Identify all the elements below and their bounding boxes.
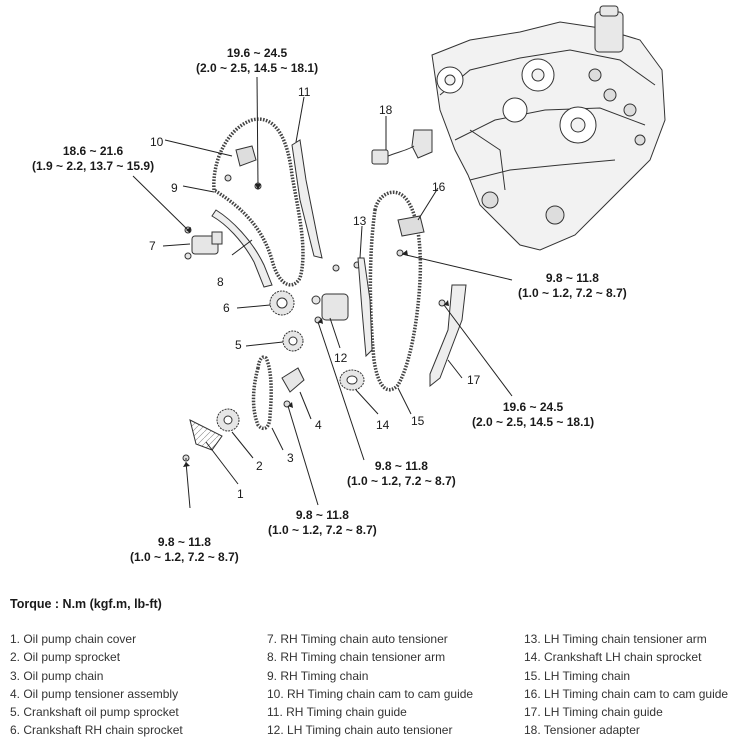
legend-item: 5. Crankshaft oil pump sprocket <box>10 705 179 720</box>
torque-conversion: (2.0 ~ 2.5, 14.5 ~ 18.1) <box>472 415 595 429</box>
torque-spec-rh-tensioner-bolt: 18.6 ~ 21.6 (1.9 ~ 2.2, 13.7 ~ 15.9) <box>32 144 154 174</box>
oil-pump-sprocket <box>216 408 240 432</box>
legend-column-3: 13. LH Timing chain tensioner arm 14. Cr… <box>524 630 728 740</box>
torque-value: 9.8 ~ 11.8 <box>157 535 211 549</box>
callout-13: 13 <box>353 214 367 228</box>
legend-item: 1. Oil pump chain cover <box>10 632 137 646</box>
torque-value: 9.8 ~ 11.8 <box>295 508 349 522</box>
legend-item: 17. LH Timing chain guide <box>524 705 663 720</box>
arrowheads <box>183 184 449 467</box>
diagram-drawing <box>132 5 666 509</box>
lh-auto-tensioner <box>311 293 349 321</box>
rh-cam-guide <box>235 145 257 167</box>
callout-4: 4 <box>315 418 322 432</box>
torque-unit-title: Torque : N.m (kgf.m, lb-ft) <box>10 597 162 611</box>
legend-item: 11. RH Timing chain guide <box>267 705 407 720</box>
torque-spec-lh-cam-guide-bolt: 9.8 ~ 11.8 (1.0 ~ 1.2, 7.2 ~ 8.7) <box>518 271 627 301</box>
torque-conversion: (2.0 ~ 2.5, 14.5 ~ 18.1) <box>196 61 319 75</box>
callout-16: 16 <box>432 180 446 194</box>
callout-12: 12 <box>334 351 348 365</box>
legend-item: 15. LH Timing chain <box>524 668 631 683</box>
lh-tensioner-arm <box>357 257 373 358</box>
callout-17: 17 <box>467 373 481 387</box>
torque-value: 19.6 ~ 24.5 <box>226 46 288 60</box>
torque-value: 9.8 ~ 11.8 <box>545 271 599 285</box>
callout-10: 10 <box>150 135 164 149</box>
tensioner-adapter <box>371 129 433 165</box>
oil-pump-tensioner <box>281 367 305 393</box>
torque-conversion: (1.0 ~ 1.2, 7.2 ~ 8.7) <box>347 474 456 488</box>
callout-6: 6 <box>223 301 230 315</box>
torque-value: 18.6 ~ 21.6 <box>62 144 124 158</box>
rh-auto-tensioner <box>184 231 223 260</box>
leader-lines <box>132 76 513 509</box>
torque-spec-oil-pump-cover-bolt: 9.8 ~ 11.8 (1.0 ~ 1.2, 7.2 ~ 8.7) <box>130 535 239 565</box>
exploded-view-diagram: 19.6 ~ 24.5 (2.0 ~ 2.5, 14.5 ~ 18.1) 18.… <box>32 5 666 565</box>
legend-item: 3. Oil pump chain <box>10 668 104 683</box>
torque-spec-oil-pump-tensioner-bolt: 9.8 ~ 11.8 (1.0 ~ 1.2, 7.2 ~ 8.7) <box>268 508 377 538</box>
legend-item: 7. RH Timing chain auto tensioner <box>267 632 448 646</box>
callout-1: 1 <box>237 487 244 501</box>
legend-item: 4. Oil pump tensioner assembly <box>10 686 179 701</box>
torque-conversion: (1.9 ~ 2.2, 13.7 ~ 15.9) <box>32 159 155 173</box>
torque-value: 19.6 ~ 24.5 <box>502 400 564 414</box>
legend-item: 14. Crankshaft LH chain sprocket <box>524 650 702 665</box>
callout-7: 7 <box>149 239 156 253</box>
rh-timing-chain <box>212 117 305 287</box>
lh-cam-guide <box>397 215 425 237</box>
engine-block <box>431 5 666 251</box>
callout-15: 15 <box>411 414 425 428</box>
crankshaft-rh-sprocket <box>269 290 295 316</box>
rh-tensioner-arm <box>211 209 273 288</box>
callout-2: 2 <box>256 459 263 473</box>
oil-pump-chain <box>251 355 273 431</box>
crankshaft-oil-pump-sprocket <box>282 330 304 352</box>
crankshaft-lh-sprocket <box>339 369 365 391</box>
callout-8: 8 <box>217 275 224 289</box>
legend-column-1: 1. Oil pump chain cover 2. Oil pump spro… <box>10 630 183 740</box>
torque-value: 9.8 ~ 11.8 <box>374 459 428 473</box>
legend-item: 6. Crankshaft RH chain sprocket <box>10 723 183 738</box>
legend-item: 13. LH Timing chain tensioner arm <box>524 632 707 646</box>
callout-14: 14 <box>376 418 390 432</box>
torque-conversion: (1.0 ~ 1.2, 7.2 ~ 8.7) <box>518 286 627 300</box>
lh-chain-guide <box>429 284 467 388</box>
legend-item: 16. LH Timing chain cam to cam guide <box>524 686 729 701</box>
callout-3: 3 <box>287 451 294 465</box>
callout-5: 5 <box>235 338 242 352</box>
torque-spec-lh-tensioner-bolt: 9.8 ~ 11.8 (1.0 ~ 1.2, 7.2 ~ 8.7) <box>347 459 456 489</box>
torque-spec-rh-guide-bolt: 19.6 ~ 24.5 (2.0 ~ 2.5, 14.5 ~ 18.1) <box>196 46 318 76</box>
callout-18: 18 <box>379 103 393 117</box>
torque-spec-lh-guide-bolt: 19.6 ~ 24.5 (2.0 ~ 2.5, 14.5 ~ 18.1) <box>472 400 594 430</box>
torque-conversion: (1.0 ~ 1.2, 7.2 ~ 8.7) <box>268 523 377 537</box>
oil-pump-chain-cover <box>189 419 223 451</box>
legend-item: 12. LH Timing chain auto tensioner <box>267 723 453 738</box>
callout-9: 9 <box>171 181 178 195</box>
legend-item: 18. Tensioner adapter <box>524 723 640 738</box>
rh-chain-guide <box>291 139 323 259</box>
legend-item: 8. RH Timing chain tensioner arm <box>267 650 446 665</box>
legend-item: 10. RH Timing chain cam to cam guide <box>267 686 474 701</box>
callout-11: 11 <box>298 85 311 99</box>
torque-conversion: (1.0 ~ 1.2, 7.2 ~ 8.7) <box>130 550 239 564</box>
legend-column-2: 7. RH Timing chain auto tensioner 8. RH … <box>267 630 473 740</box>
legend-item: 2. Oil pump sprocket <box>10 650 121 665</box>
legend-item: 9. RH Timing chain <box>267 668 369 683</box>
